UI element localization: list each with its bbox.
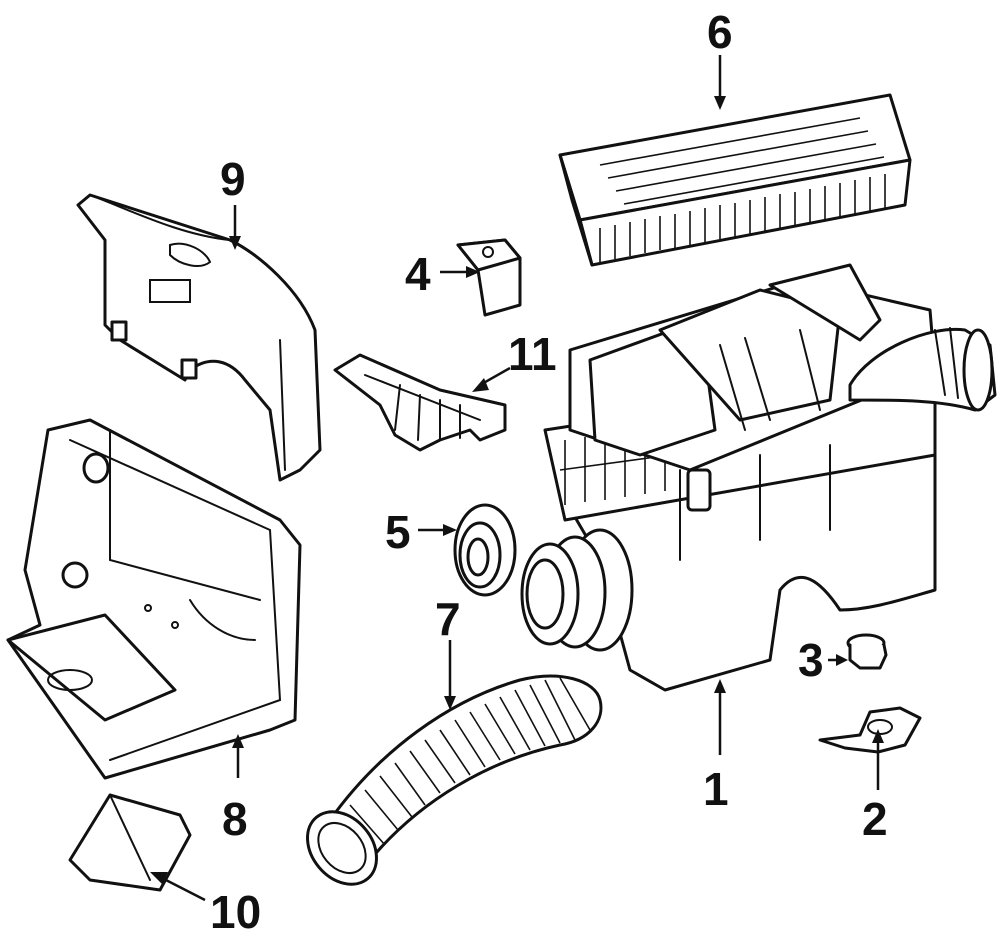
air-filter-element	[558, 93, 912, 267]
small-cover-plate	[68, 793, 192, 892]
callout-11: 11	[508, 328, 557, 380]
callout-10: 10	[210, 886, 261, 936]
upper-air-shroud	[76, 193, 322, 482]
mounting-bracket	[818, 706, 922, 754]
sensor-connector	[333, 353, 507, 452]
rubber-grommet	[453, 503, 517, 597]
callout-9: 9	[220, 153, 246, 205]
inlet-bellows	[520, 528, 634, 652]
retaining-clip	[456, 238, 522, 317]
mounting-plug	[846, 633, 888, 670]
lower-air-shroud	[6, 418, 302, 780]
callout-4: 4	[405, 248, 431, 300]
leader-lines	[150, 55, 884, 902]
air-cleaner-housing	[520, 263, 997, 692]
callout-2: 2	[862, 793, 888, 845]
callout-6: 6	[707, 6, 733, 58]
callout-3: 3	[798, 634, 824, 686]
callout-5: 5	[385, 506, 411, 558]
callout-1: 1	[703, 763, 729, 815]
callout-8: 8	[222, 793, 248, 845]
intake-hose	[306, 674, 603, 886]
callout-7: 7	[435, 593, 461, 645]
